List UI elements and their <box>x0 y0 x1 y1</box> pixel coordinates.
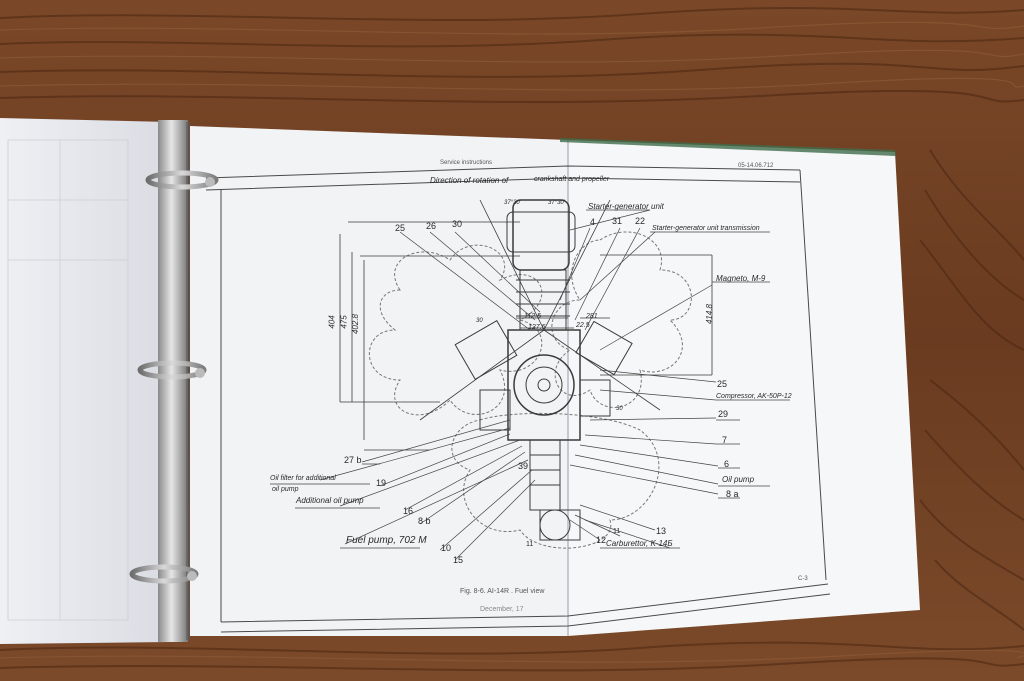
dim-281: 281 <box>586 313 598 320</box>
dim-112-5: 112.5 <box>524 313 541 320</box>
callout-magneto: Magneto, M-9 <box>716 274 766 283</box>
binder-ring-bottom <box>129 564 199 584</box>
callout-oil-filter-line1: Oil filter for additional <box>270 475 336 482</box>
callout-fuel-pump: Fuel pump, 702 M <box>346 535 427 546</box>
doc-header-title: Service instructions <box>440 160 493 166</box>
binder-spine <box>158 120 190 642</box>
dim-404: 404 <box>327 315 337 329</box>
doc-date: December, 17 <box>480 606 524 613</box>
dim-475: 475 <box>339 315 349 329</box>
dim-414-8: 414.8 <box>705 303 715 325</box>
callout-16: 16 <box>403 506 414 516</box>
callout-starter-unit: Starter-generator unit <box>588 202 664 211</box>
callout-39: 39 <box>518 461 529 471</box>
callout-13: 13 <box>656 526 667 536</box>
callout-8a: 8 a <box>726 489 739 499</box>
doc-header-code: 05-14.06.712 <box>738 163 774 169</box>
callout-4: 4 <box>590 217 596 227</box>
doc-subtitle-right: crankshaft and propeller <box>534 176 610 183</box>
dim-402-8: 402.8 <box>351 313 361 335</box>
callout-7: 7 <box>722 435 728 445</box>
callout-26: 26 <box>426 221 437 231</box>
callout-22: 22 <box>635 216 646 226</box>
dim-angle-left: 37°30' <box>504 200 521 206</box>
dim-angle-right: 37°30' <box>548 200 565 206</box>
callout-11-right: 11 <box>613 528 621 535</box>
dim-22-5: 22.5 <box>576 322 590 329</box>
callout-oil-pump: Oil pump <box>722 475 755 484</box>
callout-8b: 8 b <box>418 516 431 526</box>
callout-19: 19 <box>376 478 387 488</box>
dim-30-left: 30 <box>476 318 483 324</box>
callout-27b: 27 b <box>344 455 362 465</box>
page-box: C-3 <box>798 576 808 582</box>
binder-ring-top <box>145 170 219 190</box>
dim-30-right: 30 <box>616 406 623 412</box>
dim-127-5: 127.5 <box>528 324 546 331</box>
callout-oil-filter-line2: oil pump <box>272 486 299 493</box>
callout-25-right: 25 <box>717 379 728 389</box>
left-page <box>0 118 170 644</box>
callout-10: 10 <box>441 543 452 553</box>
figure-caption: Fig. 8-6. AI-14R . Fuel view <box>460 588 545 595</box>
callout-additional-oil-pump: Additional oil pump <box>296 496 364 505</box>
callout-29: 29 <box>718 409 729 419</box>
binder-ring-middle <box>137 360 207 380</box>
engine-drawing <box>270 199 790 561</box>
right-page <box>190 126 920 636</box>
callout-compressor: Compressor, AK-50P-12 <box>716 393 792 400</box>
callout-12: 12 <box>596 535 607 545</box>
callout-carburettor: Carburettor, K-14Б <box>606 539 673 548</box>
callout-25-top: 25 <box>395 223 406 233</box>
callout-15: 15 <box>453 555 464 565</box>
callout-30: 30 <box>452 219 463 229</box>
callout-31: 31 <box>612 216 623 226</box>
callout-6: 6 <box>724 459 730 469</box>
doc-subtitle-left: Direction of rotation of <box>430 176 509 185</box>
callout-starter-transmission: Starter-generator unit transmission <box>652 225 760 232</box>
drawing-frame <box>205 165 831 633</box>
callout-11-left: 11 <box>526 541 534 548</box>
